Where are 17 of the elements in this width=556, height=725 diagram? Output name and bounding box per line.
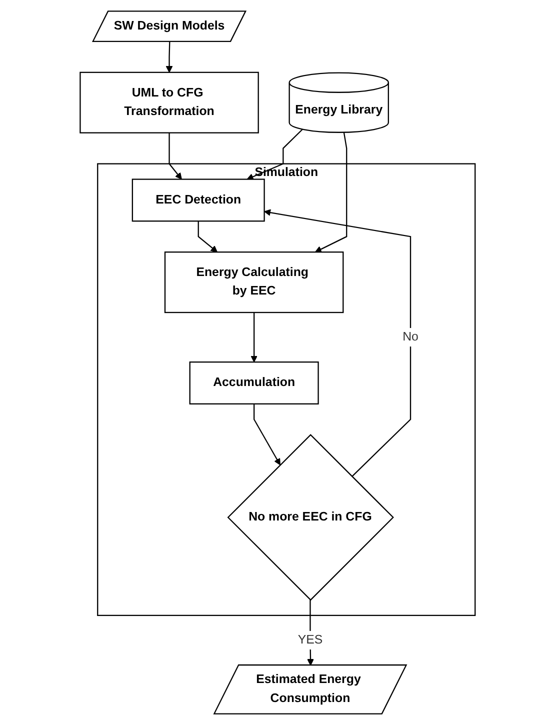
edge-label: YES (298, 630, 323, 650)
arrow (166, 42, 174, 73)
arrow (251, 312, 258, 362)
data-parallelogram: SW Design Models (92, 10, 247, 42)
arrow (315, 132, 348, 252)
decision-diamond: No more EEC in CFG (228, 434, 394, 601)
arrow (254, 404, 281, 466)
data-parallelogram: Estimated Energy Consumption (214, 664, 408, 714)
process-box: Energy Calculating by EEC (164, 252, 344, 314)
arrow (169, 132, 182, 180)
database-cylinder: Energy Library (289, 72, 390, 133)
process-box: EEC Detection (132, 178, 266, 222)
process-box: Accumulation (190, 361, 320, 404)
edge-label: No (402, 328, 419, 347)
arrow (198, 221, 218, 252)
arrow (264, 209, 412, 478)
process-box: UML to CFG Transformation (80, 72, 260, 134)
